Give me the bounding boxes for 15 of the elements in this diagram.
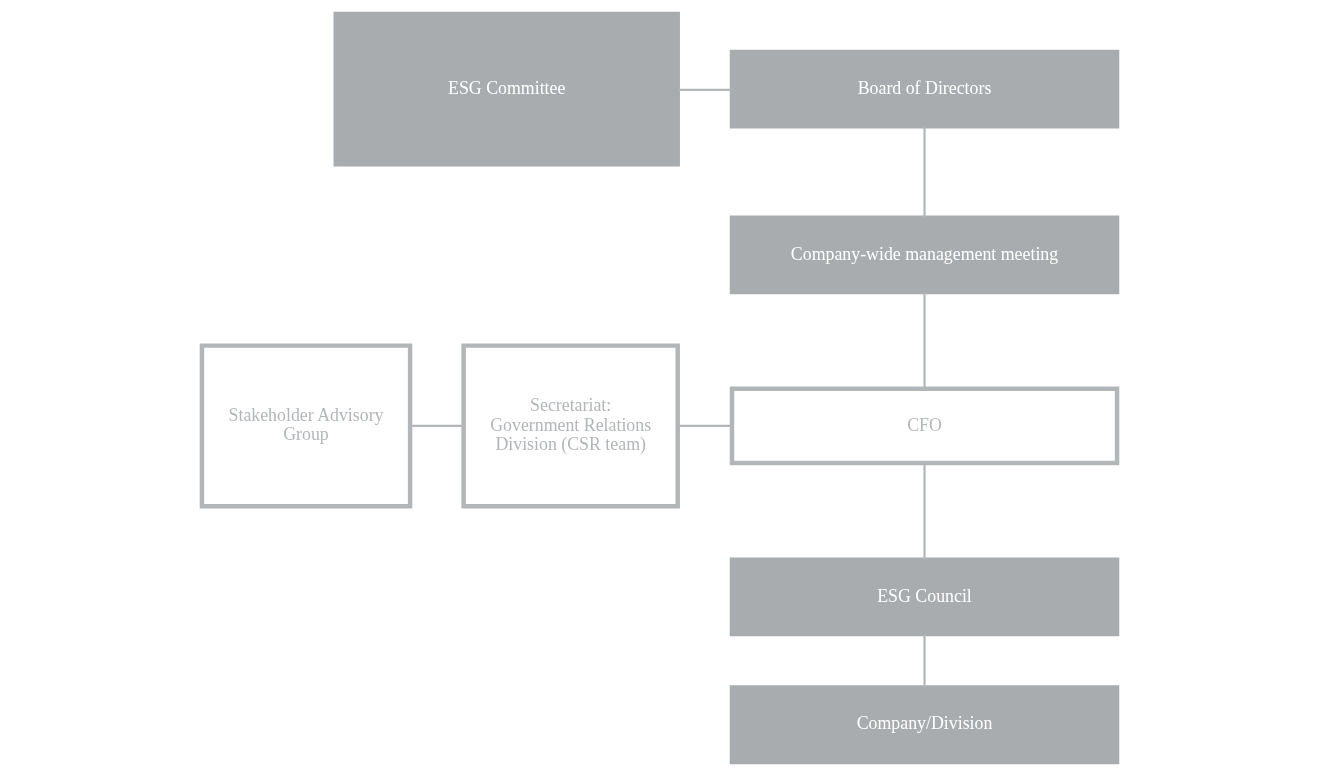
node-box: Stakeholder Advisory Group [199, 343, 413, 509]
node-box: ESG Committee [333, 11, 680, 167]
node-box: Company-wide management meeting [729, 215, 1120, 295]
connector [923, 463, 926, 560]
node-box: Company/Division [729, 685, 1120, 765]
connector [410, 424, 464, 428]
connector [923, 634, 926, 688]
node-box: CFO [729, 386, 1120, 466]
node-box: Board of Directors [729, 49, 1120, 129]
connector [923, 126, 926, 218]
connector [923, 292, 926, 389]
node-box: ESG Council [729, 557, 1120, 637]
node-box: Secretariat: Government Relations Division (CSR team) [461, 343, 680, 509]
connector [677, 88, 732, 91]
connector [677, 424, 732, 428]
